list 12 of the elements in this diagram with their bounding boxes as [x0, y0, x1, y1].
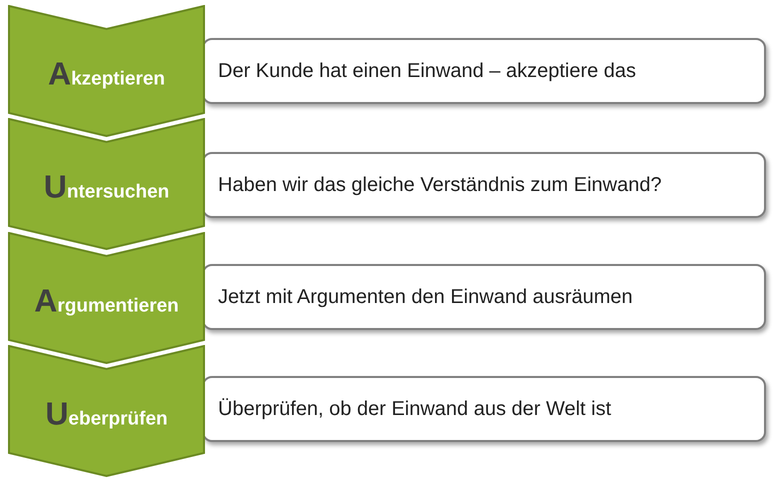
step-label: Untersuchen [42, 168, 170, 206]
description-text: Jetzt mit Argumenten den Einwand ausräumen [218, 286, 633, 308]
description-text: Haben wir das gleiche Verständnis zum Einwand? [218, 174, 662, 196]
step-label: Akzeptieren [46, 55, 166, 92]
description-box [202, 152, 766, 218]
step-label: Ueberprüfen [44, 395, 169, 432]
description-box [202, 376, 766, 442]
description-text: Der Kunde hat einen Einwand – akzeptiere das [218, 60, 636, 82]
description-box [202, 38, 766, 104]
description-text: Überprüfen, ob der Einwand aus der Welt ist [218, 398, 612, 420]
description-box [202, 264, 766, 330]
step-label: Argumentieren [33, 282, 180, 320]
